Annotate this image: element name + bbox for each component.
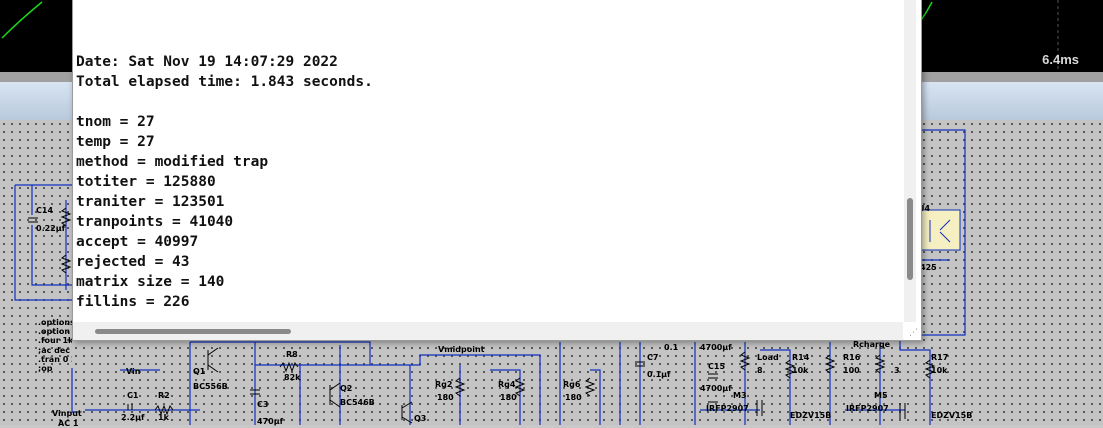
log-line-rejected: rejected = 43 [76,254,190,270]
directive-four[interactable]: .four 1khz 20 V(Vout) [38,336,72,345]
log-line-totiter: totiter = 125880 [76,174,216,190]
time-axis-label: 6.4ms [1042,52,1079,67]
r8-ref: R8 [286,350,298,359]
rg2-value: 180 [437,393,454,402]
r8-value: 82k [284,373,301,382]
horizontal-scrollbar-thumb[interactable] [95,329,291,334]
zener-b-model: EDZV15B [931,411,973,420]
rg4-ref: Rg4 [498,380,516,389]
c7-ref: C7 [647,353,659,362]
r17-value: 10k [931,366,948,375]
rg6-ref: Rg6 [563,380,581,389]
log-line-matrix-size: matrix size = 140 [76,274,225,290]
load-value: 8 [757,366,763,375]
vinput-ac-label: AC 1 [58,419,79,428]
c15-ref: C15 [708,362,726,371]
c15-value: 4700µf [700,384,732,393]
horizontal-scrollbar[interactable] [73,322,903,340]
q2-ref: Q2 [340,384,353,393]
rg4-value: 180 [500,393,517,402]
q2-model: BC546B [340,398,375,407]
r14-value: 10k [792,366,809,375]
m5-model: IRFP2907 [846,404,889,413]
q1-model: BC556B [193,382,228,391]
u4-sub: 425 [920,263,937,272]
log-line-tnom: tnom = 27 [76,114,155,130]
vertical-scrollbar[interactable] [904,0,916,322]
vin-label: Vin [126,367,141,376]
c15-top-label: 4700µf [700,343,732,352]
c7-top-label: 0.1 [664,343,679,352]
r17-ref: R17 [931,353,949,362]
rcharge-ref: Rcharge [853,340,891,349]
directive-option-p[interactable]: .option p [38,327,79,336]
log-line-elapsed: Total elapsed time: 1.843 seconds. [76,74,373,90]
spice-log-window[interactable]: Date: Sat Nov 19 14:07:29 2022 Total ela… [72,0,922,341]
m3-ref: M3 [733,391,747,400]
c7-value: 0.1µf [647,370,671,379]
log-line-accept: accept = 40997 [76,234,199,250]
optocoupler-symbol [917,209,961,251]
r16-value: 100 [843,366,860,375]
directive-op[interactable]: ;op [38,364,53,373]
rcharge-value: 3 [894,366,900,375]
m5-ref: M5 [874,391,888,400]
log-line-date: Date: Sat Nov 19 14:07:29 2022 [76,54,338,70]
c14-ref: C14 [36,206,54,215]
c1-ref: C1 [127,391,139,400]
m3-model: IRFP2907 [706,404,749,413]
directive-ac[interactable]: ;ac dec 200 1 2meg [38,346,72,355]
rg6-value: 180 [565,393,582,402]
log-line-temp: temp = 27 [76,134,155,150]
resize-grip-icon[interactable]: ⋰ [909,328,918,338]
c3-value: 470µf [257,417,284,426]
u4-ref: U4 [918,204,931,213]
q3-ref: Q3 [414,414,427,423]
r14-ref: R14 [792,353,810,362]
log-line-tranpoints: tranpoints = 41040 [76,214,234,230]
rg2-ref: Rg2 [435,380,453,389]
zener-a-model: EDZV15B [790,411,832,420]
q1-ref: Q1 [193,367,206,376]
c1-value: 2.2µf [121,413,145,422]
log-line-blank [76,92,896,112]
r2-value: 1k [158,413,169,422]
directive-options[interactable]: .options [38,318,75,327]
log-text-area[interactable]: Date: Sat Nov 19 14:07:29 2022 Total ela… [76,52,896,322]
log-line-traniter: traniter = 123501 [76,194,225,210]
log-line-method: method = modified trap [76,154,269,170]
directive-tran[interactable]: .tran 0 20ms 12ms [38,355,72,364]
schematic-wires [14,129,966,425]
vinput-label: Vinput [52,409,82,418]
c3-ref: C3 [257,400,269,409]
log-line-fillins: fillins = 226 [76,294,190,310]
vmidpoint-label: Vmidpoint [438,345,485,354]
r2-ref: R2 [158,391,170,400]
r16-ref: R16 [843,353,861,362]
load-ref: Load [757,353,779,362]
vertical-scrollbar-thumb[interactable] [907,198,913,280]
c14-value: 0.22µf [36,224,66,233]
